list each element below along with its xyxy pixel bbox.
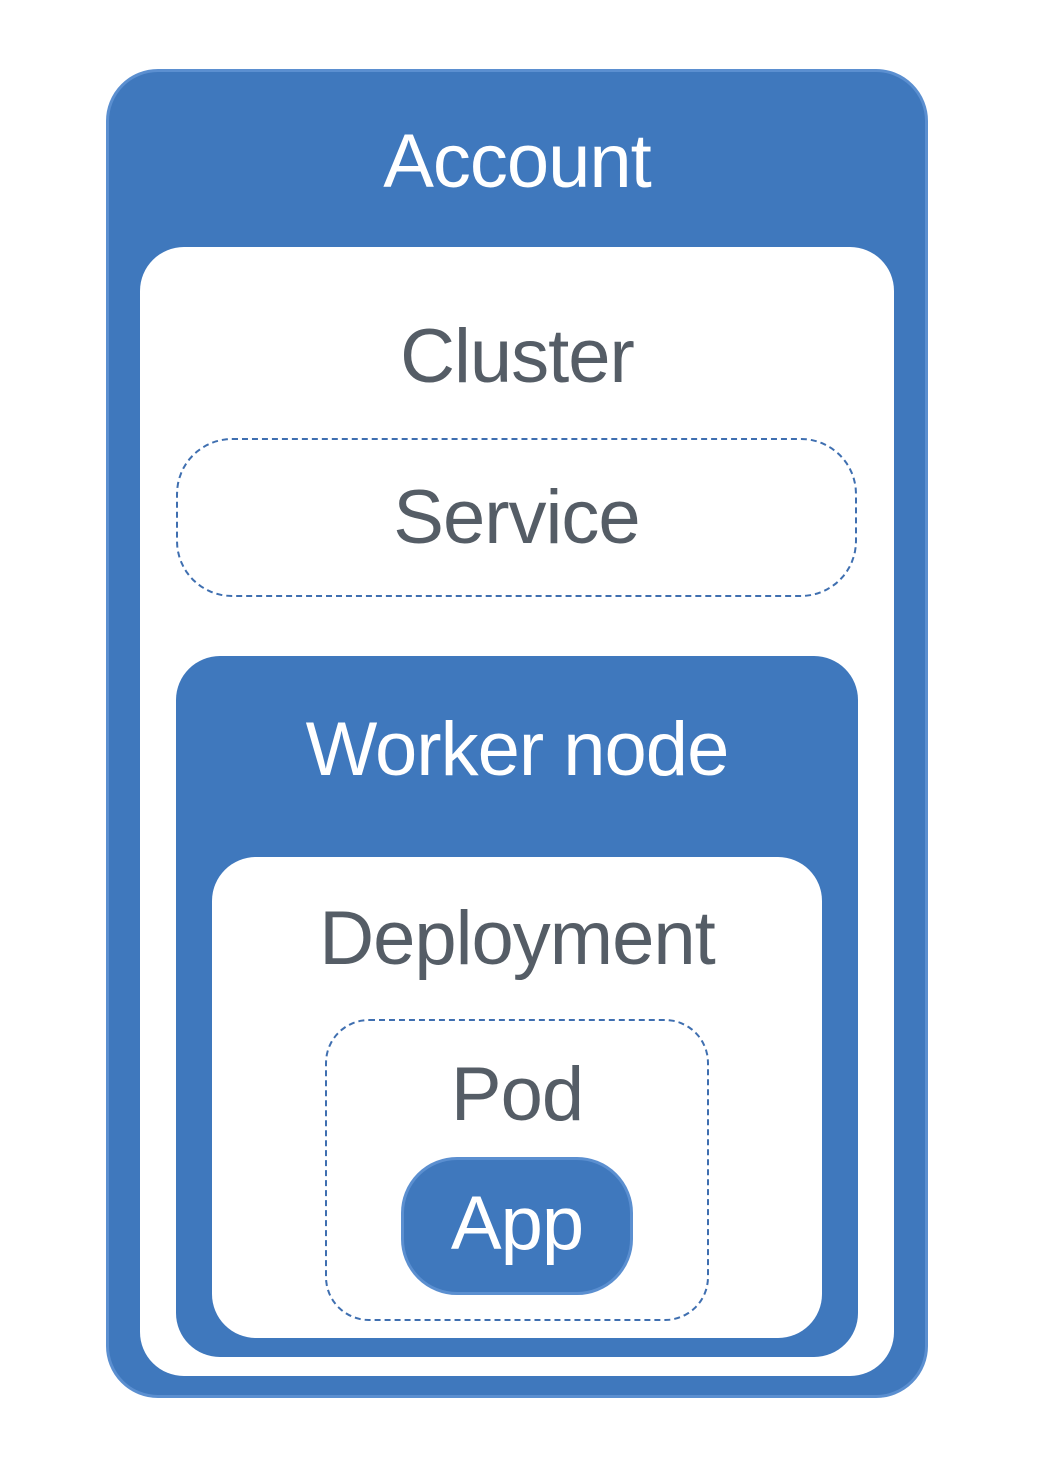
pod-container: Pod <box>325 1019 709 1321</box>
account-label: Account <box>383 119 652 204</box>
service-container: Service <box>176 438 857 597</box>
pod-label: Pod <box>450 1052 584 1137</box>
cluster-label: Cluster <box>400 314 635 399</box>
worker-node-label: Worker node <box>305 707 730 792</box>
app-container: App <box>401 1157 633 1295</box>
deployment-label: Deployment <box>319 896 716 981</box>
app-label: App <box>450 1181 584 1266</box>
service-label: Service <box>393 475 640 560</box>
